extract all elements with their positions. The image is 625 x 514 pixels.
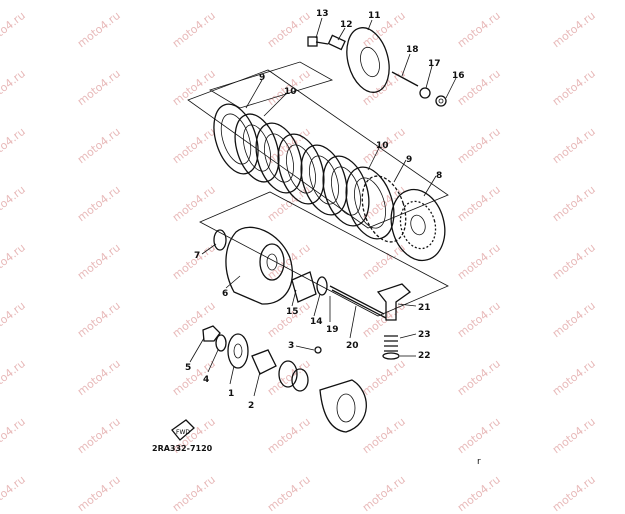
callout-22: 22	[418, 351, 431, 361]
callout-5: 5	[185, 363, 191, 373]
callout-1: 1	[228, 389, 234, 399]
push-lever-assembly	[329, 283, 412, 360]
callout-9b: 9	[406, 155, 412, 165]
diagram-code: 2RA332-7120	[152, 444, 213, 453]
callout-10a: 10	[284, 87, 297, 97]
fwd-label: FWD	[176, 429, 190, 436]
callout-3: 3	[288, 341, 294, 351]
callout-21: 21	[418, 303, 431, 313]
watermark-text: moto4.ru	[550, 472, 598, 514]
callout-14: 14	[310, 317, 323, 327]
callout-7: 7	[194, 251, 200, 261]
callout-8: 8	[436, 171, 442, 181]
callout-17: 17	[428, 59, 441, 69]
watermark-text: moto4.ru	[0, 472, 28, 514]
callout-10b: 10	[376, 141, 389, 151]
group-outline-frames	[187, 61, 449, 317]
watermark-text: moto4.ru	[75, 472, 123, 514]
watermark-text: moto4.ru	[455, 472, 503, 514]
clutch-exploded-diagram: FWD 1 2 3 4 5 6 7 8	[171, 9, 465, 441]
callout-20: 20	[346, 341, 359, 351]
callout-23: 23	[418, 330, 431, 340]
callout-12: 12	[340, 20, 353, 30]
callout-16: 16	[452, 71, 465, 81]
primary-drive-assembly	[202, 325, 367, 433]
fwd-arrow-icon: FWD	[171, 419, 195, 441]
watermark-text: moto4.ru	[265, 472, 313, 514]
clutch-housing-assembly	[213, 226, 328, 305]
leader-lines	[189, 17, 457, 397]
callout-19: 19	[326, 325, 339, 335]
watermark-text: moto4.ru	[170, 472, 218, 514]
callout-9a: 9	[259, 73, 265, 83]
callout-6: 6	[222, 289, 228, 299]
corner-mark: r	[477, 457, 481, 467]
callout-18: 18	[406, 45, 419, 55]
clutch-boss	[390, 188, 446, 262]
callout-labels: 1 2 3 4 5 6 7 8 9 9 10 10 11 12 13 14 15…	[185, 9, 465, 411]
callout-2: 2	[248, 401, 254, 411]
callout-13: 13	[316, 9, 329, 19]
pressure-plate-assembly	[307, 27, 447, 107]
clutch-plate-stack	[213, 103, 407, 243]
callout-4: 4	[203, 375, 209, 385]
callout-11: 11	[368, 11, 381, 21]
watermark-text: moto4.ru	[360, 472, 408, 514]
callout-15: 15	[286, 307, 299, 317]
